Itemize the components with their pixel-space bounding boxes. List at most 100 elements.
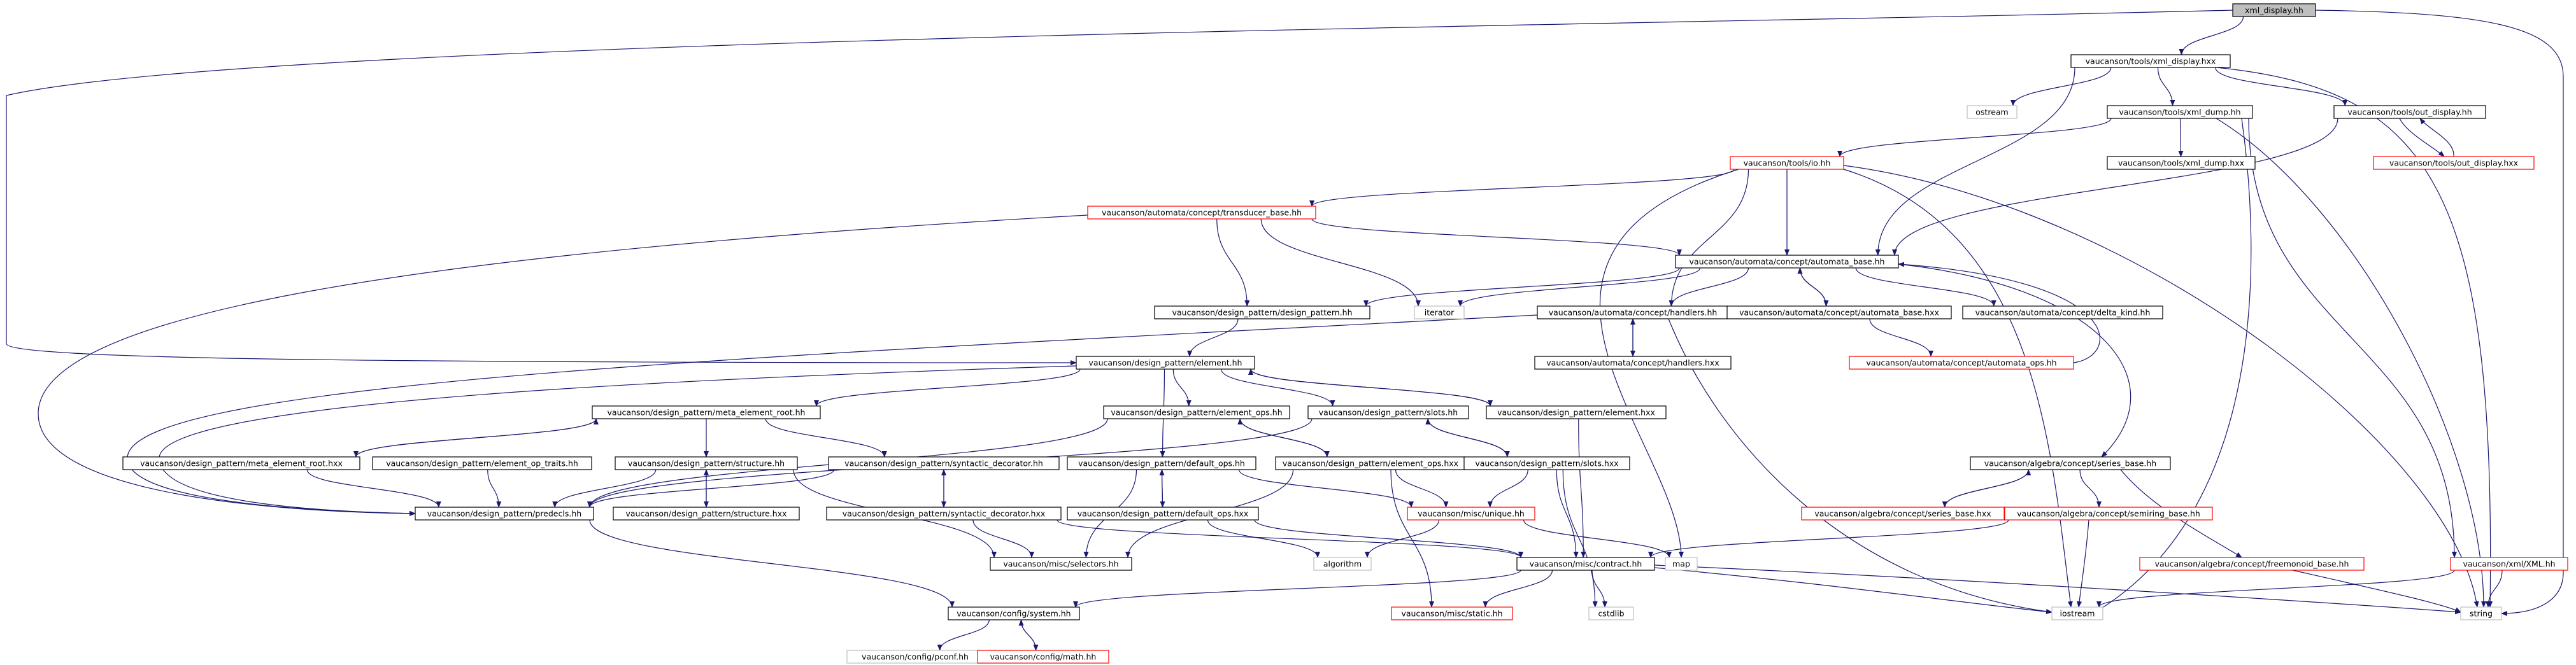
- node-dp-element-ops-hh[interactable]: vaucanson/design_pattern/element_ops.hh: [1103, 405, 1290, 419]
- node-box: [1967, 105, 2017, 119]
- edge-tools_xml_display_hxx-to-automata_base_hh: [1875, 67, 2075, 256]
- edge-dp_syntactic_decorator_hh-to-dp_predecls_hh: [587, 469, 835, 508]
- edge-tools_io_hh-to-iostream: [1843, 169, 2073, 608]
- edge-freemonoid_base_hh-to-string: [2292, 570, 2461, 613]
- edge-automata_base_hh-to-handlers_hh: [1669, 267, 1749, 307]
- node-dp-element-op-traits-hh[interactable]: vaucanson/design_pattern/element_op_trai…: [372, 456, 592, 470]
- node-dp-default-ops-hxx[interactable]: vaucanson/design_pattern/default_ops.hxx: [1067, 507, 1259, 521]
- node-iterator: iterator: [1414, 305, 1465, 319]
- node-dp-element-hh[interactable]: vaucanson/design_pattern/element.hh: [1076, 356, 1255, 370]
- node-label: cstdlib: [1598, 609, 1624, 619]
- node-box: [2070, 54, 2231, 68]
- node-label: string: [2470, 609, 2493, 619]
- node-tools-xml-display-hxx[interactable]: vaucanson/tools/xml_display.hxx: [2070, 54, 2231, 68]
- node-automata-ops-hh[interactable]: vaucanson/automata/concept/automata_ops.…: [1849, 356, 2074, 370]
- node-box: [826, 507, 1062, 521]
- node-label: iostream: [2060, 609, 2095, 619]
- node-tools-io-hh[interactable]: vaucanson/tools/io.hh: [1730, 156, 1844, 170]
- node-series-base-hxx[interactable]: vaucanson/algebra/concept/series_base.hx…: [1801, 507, 2005, 521]
- node-label: vaucanson/config/system.hh: [957, 609, 1071, 619]
- node-delta-kind-hh[interactable]: vaucanson/automata/concept/delta_kind.hh: [1962, 305, 2163, 319]
- node-box: [615, 456, 798, 470]
- node-label: xml_display.hh: [2245, 6, 2303, 15]
- node-label: vaucanson/misc/selectors.hh: [1003, 559, 1118, 569]
- node-tools-xml-dump-hh[interactable]: vaucanson/tools/xml_dump.hh: [2107, 105, 2253, 119]
- edge-xml_display_hh-to-string: [2315, 10, 2564, 616]
- node-automata-base-hh[interactable]: vaucanson/automata/concept/automata_base…: [1675, 255, 1899, 269]
- node-handlers-hh[interactable]: vaucanson/automata/concept/handlers.hh: [1537, 305, 1729, 319]
- node-config-math-hh[interactable]: vaucanson/config/math.hh: [977, 650, 1109, 664]
- node-dp-element-ops-hxx[interactable]: vaucanson/design_pattern/element_ops.hxx: [1275, 456, 1466, 470]
- node-misc-unique-hh[interactable]: vaucanson/misc/unique.hh: [1407, 507, 1535, 521]
- node-box: [1730, 156, 1844, 170]
- edge-xml_display_hh-to-dp_element_hh: [6, 10, 2233, 365]
- node-series-base-hh[interactable]: vaucanson/algebra/concept/series_base.hh: [1970, 456, 2171, 470]
- node-label: ostream: [1975, 108, 2008, 117]
- node-misc-static-hh[interactable]: vaucanson/misc/static.hh: [1391, 606, 1513, 620]
- node-xml-XML-hh[interactable]: vaucanson/xml/XML.hh: [2450, 557, 2568, 571]
- node-label: vaucanson/design_pattern/syntactic_decor…: [843, 509, 1046, 519]
- node-config-pconf-hh: vaucanson/config/pconf.hh: [846, 650, 984, 664]
- edge-transducer_base_hh-to-iterator: [1260, 218, 1421, 307]
- node-dp-syntactic-decorator-hxx[interactable]: vaucanson/design_pattern/syntactic_decor…: [826, 507, 1062, 521]
- edge-misc_contract_hh-to-cstdlib: [1591, 570, 1607, 608]
- node-xml-display-hh[interactable]: xml_display.hh: [2232, 3, 2316, 17]
- node-tools-xml-dump-hxx[interactable]: vaucanson/tools/xml_dump.hxx: [2107, 156, 2256, 170]
- node-box: [1307, 405, 1469, 419]
- edge-transducer_base_hh-to-dp_design_pattern_hh: [1216, 218, 1250, 307]
- edge-dp_default_ops_hxx-to-algorithm: [1207, 519, 1320, 558]
- node-string: string: [2460, 606, 2502, 620]
- node-box: [828, 456, 1060, 470]
- node-label: vaucanson/automata/concept/automata_base…: [1739, 308, 1939, 318]
- node-config-system-hh[interactable]: vaucanson/config/system.hh: [948, 606, 1080, 620]
- edge-config_math_hh-to-config_system_hh: [1018, 619, 1037, 651]
- node-dp-slots-hh[interactable]: vaucanson/design_pattern/slots.hh: [1307, 405, 1469, 419]
- node-dp-slots-hxx[interactable]: vaucanson/design_pattern/slots.hxx: [1463, 456, 1630, 470]
- edge-dp_structure_hh-to-dp_predecls_hh: [552, 469, 657, 508]
- node-box: [1313, 557, 1372, 571]
- node-box: [2460, 606, 2502, 620]
- node-layer: xml_display.hh vaucanson/tools/xml_displa…: [122, 3, 2568, 664]
- node-misc-contract-hh[interactable]: vaucanson/misc/contract.hh: [1516, 557, 1655, 571]
- node-freemonoid-base-hh[interactable]: vaucanson/algebra/concept/freemonoid_bas…: [2139, 557, 2365, 571]
- edge-dp_element_hh-to-dp_predecls_hh: [159, 365, 1077, 516]
- node-label: vaucanson/tools/io.hh: [1744, 158, 1831, 168]
- node-dp-structure-hxx[interactable]: vaucanson/design_pattern/structure.hxx: [613, 507, 800, 521]
- edge-tools_xml_display_hxx-to-ostream: [2010, 67, 2112, 106]
- edge-series_base_hxx-to-series_base_hh: [1944, 469, 2032, 508]
- edge-misc_unique_hh-to-map: [1523, 519, 1672, 558]
- node-dp-syntactic-decorator-hh[interactable]: vaucanson/design_pattern/syntactic_decor…: [828, 456, 1060, 470]
- edge-dp_meta_element_root_hxx-to-dp_meta_element_root_hh: [355, 418, 599, 458]
- edge-tools_xml_dump_hh-to-string: [2216, 118, 2486, 608]
- node-label: vaucanson/design_pattern/element.hxx: [1497, 408, 1655, 417]
- node-dp-predecls-hh[interactable]: vaucanson/design_pattern/predecls.hh: [415, 507, 594, 521]
- node-handlers-hxx[interactable]: vaucanson/automata/concept/handlers.hxx: [1534, 356, 1732, 370]
- node-misc-selectors-hh[interactable]: vaucanson/misc/selectors.hh: [990, 557, 1132, 571]
- node-dp-meta-element-root-hxx[interactable]: vaucanson/design_pattern/meta_element_ro…: [122, 456, 360, 470]
- node-tools-out-display-hxx[interactable]: vaucanson/tools/out_display.hxx: [2373, 156, 2535, 170]
- node-dp-default-ops-hh[interactable]: vaucanson/design_pattern/default_ops.hh: [1067, 456, 1256, 470]
- node-label: algorithm: [1323, 559, 1362, 569]
- node-dp-meta-element-root-hh[interactable]: vaucanson/design_pattern/meta_element_ro…: [592, 405, 821, 419]
- node-dp-design-pattern-hh[interactable]: vaucanson/design_pattern/design_pattern.…: [1154, 305, 1370, 319]
- edge-dp_default_ops_hxx-to-misc_contract_hh: [1254, 519, 1523, 558]
- node-automata-base-hxx[interactable]: vaucanson/automata/concept/automata_base…: [1726, 305, 1952, 319]
- node-label: vaucanson/algebra/concept/freemonoid_bas…: [2155, 559, 2349, 569]
- edge-dp_element_hxx-to-dp_element_hh: [1248, 368, 1491, 407]
- node-dp-structure-hh[interactable]: vaucanson/design_pattern/structure.hh: [615, 456, 798, 470]
- edge-tools_io_hh-to-transducer_base_hh: [1309, 169, 1735, 207]
- node-box: [1087, 206, 1316, 220]
- node-iostream: iostream: [2051, 606, 2103, 620]
- node-label: vaucanson/design_pattern/element_op_trai…: [386, 459, 578, 468]
- node-tools-out-display-hh[interactable]: vaucanson/tools/out_display.hh: [2333, 105, 2486, 119]
- edge-tools_out_display_hxx-to-tools_out_display_hh: [2419, 118, 2454, 157]
- node-label: vaucanson/misc/static.hh: [1401, 609, 1502, 619]
- node-dp-element-hxx[interactable]: vaucanson/design_pattern/element.hxx: [1486, 405, 1667, 419]
- node-semiring-base-hh[interactable]: vaucanson/algebra/concept/semiring_base.…: [2004, 507, 2213, 521]
- edge-misc_contract_hh-to-misc_static_hh: [1483, 570, 1553, 608]
- node-transducer-base-hh[interactable]: vaucanson/automata/concept/transducer_ba…: [1087, 206, 1316, 220]
- node-label: vaucanson/tools/xml_display.hxx: [2086, 57, 2216, 66]
- edge-config_system_hh-to-config_pconf_hh: [937, 619, 990, 651]
- edge-semiring_base_hh-to-misc_contract_hh: [1648, 519, 2009, 558]
